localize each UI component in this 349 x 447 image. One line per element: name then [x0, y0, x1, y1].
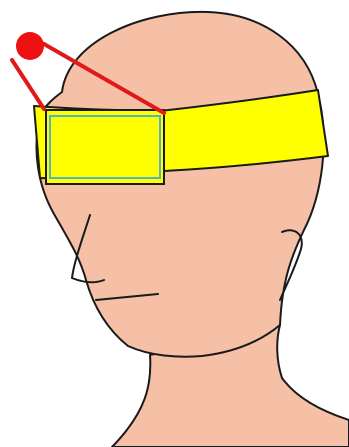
light-source — [16, 32, 44, 60]
light-ray-bottom — [12, 60, 44, 109]
sensor-pad — [46, 110, 164, 184]
